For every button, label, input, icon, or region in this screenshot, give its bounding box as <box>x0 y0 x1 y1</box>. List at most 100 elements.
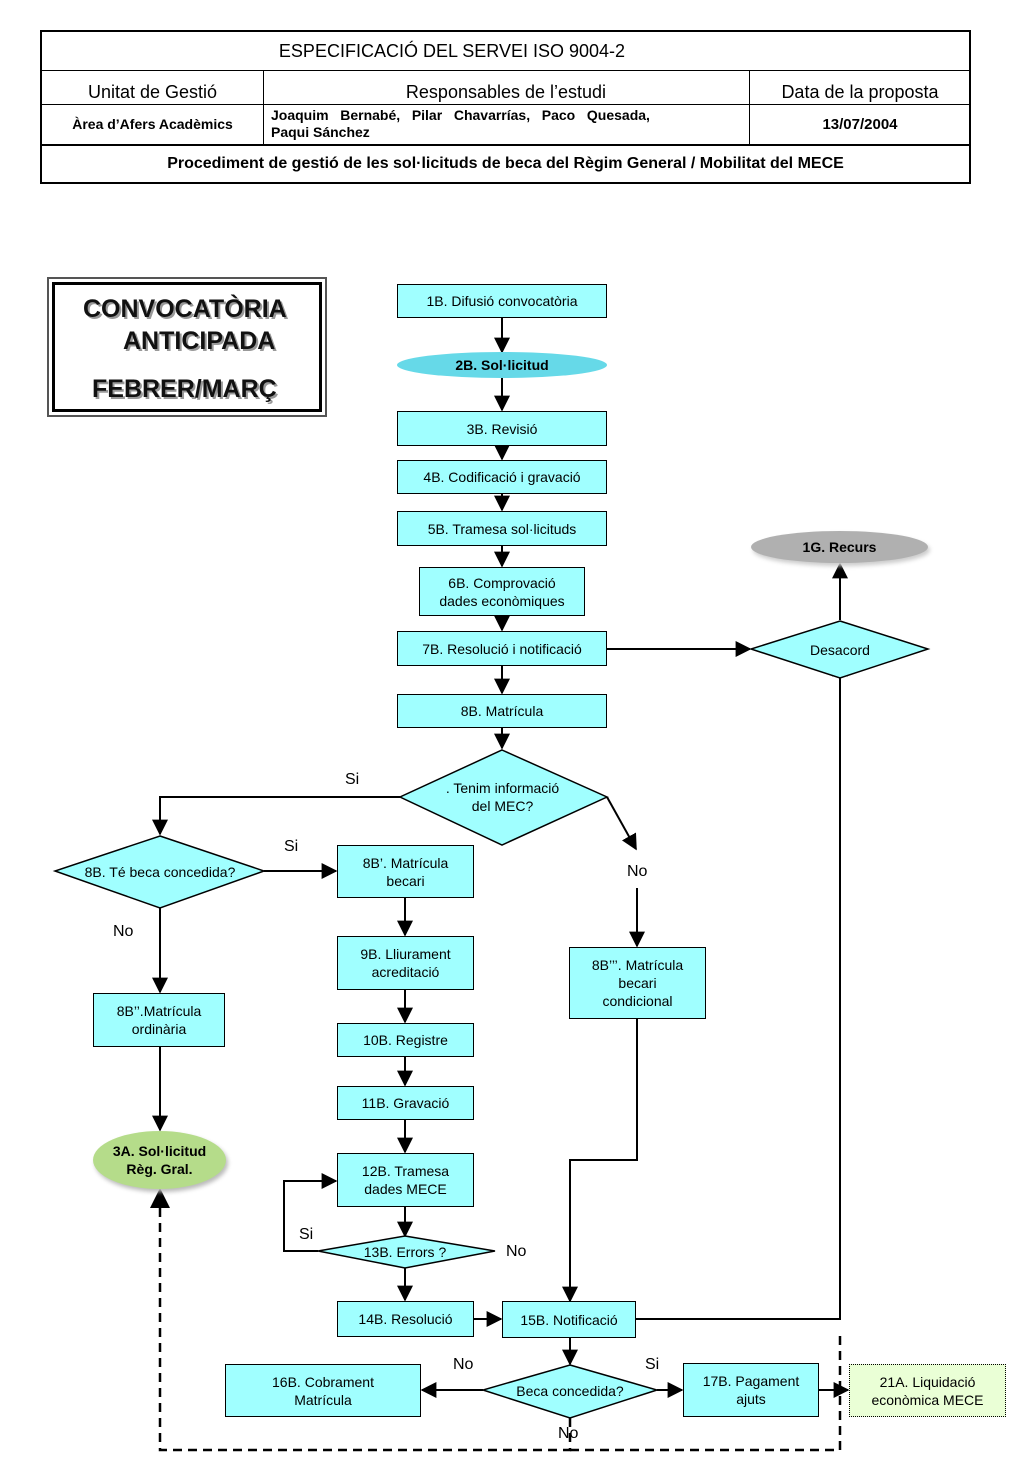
step-label: condicional <box>602 993 673 1009</box>
divider <box>263 70 264 144</box>
step-4b[interactable]: 4B. Codificació i gravació <box>397 460 607 494</box>
arrow-info-si <box>152 796 400 836</box>
step-label: 7B. Resolució i notificació <box>422 640 582 657</box>
responsibles-value: Joaquim Bernabé, Pilar Chavarrías, Paco … <box>263 104 749 144</box>
divider <box>749 70 750 144</box>
decision-label: Beca concedida? <box>516 1383 624 1399</box>
step-8b-double-prime[interactable]: 8B’’.Matrícula ordinària <box>93 993 225 1047</box>
decision-beca-final[interactable]: Beca concedida? <box>495 1381 645 1401</box>
arrow-15b-desacord <box>636 660 848 1320</box>
date-column-header: Data de la proposta <box>781 81 939 102</box>
call-banner: CONVOCATÒRIA ANTICIPADA FEBRER/MARÇ <box>47 277 327 417</box>
decision-beca-concedida[interactable]: 8B. Té beca concedida? <box>60 861 260 883</box>
unit-column-header: Unitat de Gestió <box>87 81 218 102</box>
decision-desacord[interactable]: Desacord <box>770 640 910 660</box>
step-label: 10B. Registre <box>363 1032 448 1048</box>
step-label: 1B. Difusió convocatòria <box>426 293 578 309</box>
dashed-return-desacord <box>570 1330 842 1452</box>
step-14b[interactable]: 14B. Resolució <box>337 1301 474 1337</box>
step-16b[interactable]: 16B. Cobrament Matrícula <box>225 1364 421 1417</box>
edge-label-si: Si <box>345 771 360 788</box>
step-label: 21A. Liquidació <box>879 1373 976 1390</box>
step-3b[interactable]: 3B. Revisió <box>397 411 607 446</box>
step-21a[interactable]: 21A. Liquidació econòmica MECE <box>849 1364 1006 1417</box>
step-7b[interactable]: 7B. Resolució i notificació <box>397 631 607 666</box>
step-label: 14B. Resolució <box>358 1311 453 1327</box>
divider <box>42 144 969 146</box>
decision-label: Desacord <box>810 642 870 658</box>
step-label: 5B. Tramesa sol·licituds <box>427 520 577 537</box>
step-9b[interactable]: 9B. Lliurament acreditació <box>337 936 474 990</box>
step-label: 15B. Notificació <box>520 1311 618 1328</box>
step-label: Matrícula <box>294 1391 352 1408</box>
divider <box>42 70 969 71</box>
decision-label: 13B. Errors ? <box>363 1244 447 1260</box>
decision-label: 8B. Té beca concedida? <box>84 864 236 880</box>
spec-title: ESPECIFICACIÓ DEL SERVEI ISO 9004-2 <box>278 40 626 61</box>
step-label: becari <box>386 872 425 889</box>
step-label: 3A. Sol·licitud <box>112 1143 207 1159</box>
step-label: 6B. Comprovació <box>448 574 556 591</box>
step-label: 3B. Revisió <box>466 420 538 437</box>
step-label: 1G. Recurs <box>802 539 877 555</box>
divider <box>42 104 969 105</box>
step-1b[interactable]: 1B. Difusió convocatòria <box>397 284 607 318</box>
step-5b[interactable]: 5B. Tramesa sol·licituds <box>397 511 607 546</box>
step-11b[interactable]: 11B. Gravació <box>337 1086 474 1120</box>
step-8b-triple-prime[interactable]: 8B’’’. Matrícula becari condicional <box>569 947 706 1019</box>
step-label: 16B. Cobrament <box>272 1373 374 1390</box>
arrow-errors-loop <box>283 1173 338 1252</box>
responsibles-column-header: Responsables de l’estudi <box>405 81 607 102</box>
step-8b-prime[interactable]: 8B’. Matrícula becari <box>337 845 474 898</box>
step-label: becari <box>618 975 657 991</box>
step-label: 8B. Matrícula <box>460 703 544 719</box>
decision-label: del MEC? <box>471 798 534 814</box>
decision-beca-shape <box>52 835 267 909</box>
step-label: econòmica MECE <box>871 1391 984 1408</box>
step-label: dades MECE <box>364 1181 447 1197</box>
step-2b-oval[interactable]: 2B. Sol·licitud <box>397 352 607 378</box>
banner-line: FEBRER/MARÇ <box>92 375 277 403</box>
step-1g-oval[interactable]: 1G. Recurs <box>751 531 928 563</box>
edge-label-si: Si <box>284 838 299 855</box>
step-17b[interactable]: 17B. Pagament ajuts <box>683 1363 819 1417</box>
edge-label-no: No <box>113 923 134 940</box>
step-10b[interactable]: 10B. Registre <box>337 1023 474 1057</box>
step-6b[interactable]: 6B. Comprovació dades econòmiques <box>419 567 585 616</box>
decision-desacord-shape <box>748 620 931 679</box>
step-12b[interactable]: 12B. Tramesa dades MECE <box>337 1153 474 1207</box>
date-value: 13/07/2004 <box>822 115 898 133</box>
decision-info-mec-shape <box>398 749 609 846</box>
responsibles-line: Paqui Sánchez <box>271 124 370 140</box>
step-8b[interactable]: 8B. Matrícula <box>397 694 607 728</box>
unit-value: Àrea d’Afers Acadèmics <box>72 116 233 132</box>
step-3a-oval[interactable]: 3A. Sol·licitud Règ. Gral. <box>93 1131 226 1189</box>
edge-label-si: Si <box>299 1226 314 1243</box>
arrow-8b3-15b <box>562 1019 638 1303</box>
step-label: 17B. Pagament <box>702 1373 800 1389</box>
step-label: ajuts <box>736 1391 766 1407</box>
edge-label-no: No <box>453 1356 474 1373</box>
step-label: 4B. Codificació i gravació <box>423 469 581 485</box>
step-label: Règ. Gral. <box>126 1161 193 1177</box>
banner-line: ANTICIPADA <box>123 327 276 355</box>
edge-label-no: No <box>627 863 648 880</box>
step-label: 8B’. Matrícula <box>362 854 449 871</box>
step-label: acreditació <box>371 964 440 980</box>
arrow-info-no <box>606 796 637 851</box>
step-label: 11B. Gravació <box>361 1095 450 1111</box>
step-label: 2B. Sol·licitud <box>455 357 549 373</box>
decision-errors-shape <box>317 1235 496 1269</box>
edge-label-si: Si <box>645 1356 660 1373</box>
step-label: 12B. Tramesa <box>361 1163 450 1179</box>
decision-errors[interactable]: 13B. Errors ? <box>335 1242 475 1262</box>
responsibles-line: Joaquim Bernabé, Pilar Chavarrías, Paco … <box>271 107 650 123</box>
decision-info-mec[interactable]: . Tenim informació del MEC? <box>420 770 585 824</box>
step-label: dades econòmiques <box>439 592 565 609</box>
procedure-title: Procediment de gestió de les sol·licitud… <box>167 155 844 172</box>
banner-line: CONVOCATÒRIA <box>83 295 287 323</box>
step-15b[interactable]: 15B. Notificació <box>502 1301 636 1338</box>
decision-concedida-shape <box>480 1364 660 1419</box>
step-label: 9B. Lliurament <box>360 946 451 962</box>
